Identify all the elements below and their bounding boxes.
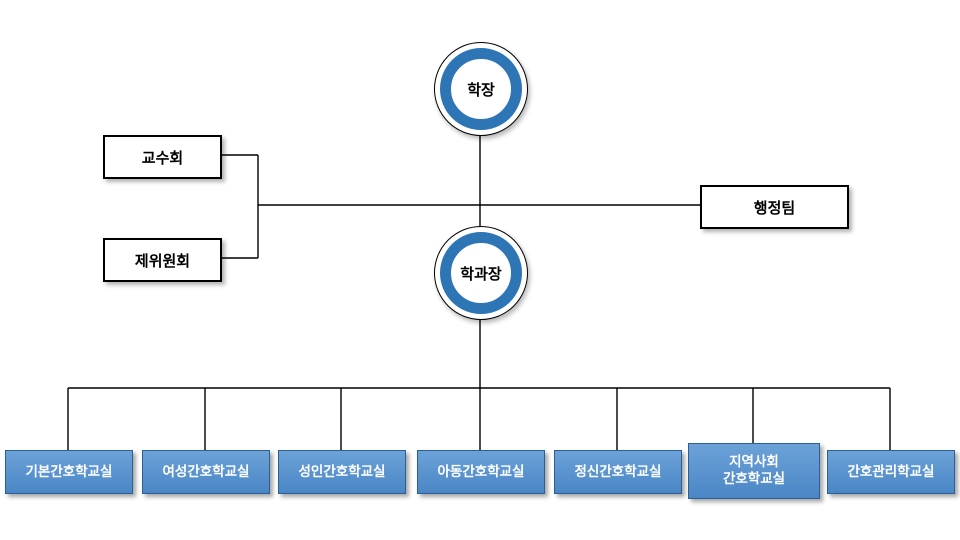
dept-label: 기본간호학교실 [25, 463, 113, 479]
dept-label: 정신간호학교실 [574, 463, 662, 479]
dept-head-node: 학과장 [434, 226, 528, 320]
dept-box-fundamental: 기본간호학교실 [5, 450, 133, 494]
dept-head-label: 학과장 [460, 265, 502, 283]
dean-node: 학장 [434, 42, 528, 136]
committees-label: 제위원회 [134, 252, 191, 270]
dept-box-psychiatric: 정신간호학교실 [554, 450, 682, 494]
dept-label: 간호관리학교실 [847, 463, 935, 479]
dept-box-adult: 성인간호학교실 [278, 450, 406, 494]
dept-box-pediatric: 아동간호학교실 [417, 450, 545, 494]
faculty-council-label: 교수회 [141, 149, 184, 167]
faculty-council-box: 교수회 [103, 135, 222, 179]
dept-head-ring: 학과장 [440, 232, 522, 314]
dept-label: 지역사회 간호학교실 [722, 454, 786, 486]
dept-box-womens: 여성간호학교실 [142, 450, 270, 494]
dept-label: 여성간호학교실 [162, 463, 250, 479]
admin-team-label: 행정팀 [753, 199, 796, 217]
committees-box: 제위원회 [103, 238, 222, 282]
dept-box-community: 지역사회 간호학교실 [688, 443, 820, 499]
dean-ring: 학장 [440, 48, 522, 130]
dean-label: 학장 [467, 81, 495, 99]
dept-label: 아동간호학교실 [437, 463, 525, 479]
dept-box-management: 간호관리학교실 [827, 450, 955, 494]
dept-label: 성인간호학교실 [298, 463, 386, 479]
admin-team-box: 행정팀 [700, 185, 849, 229]
